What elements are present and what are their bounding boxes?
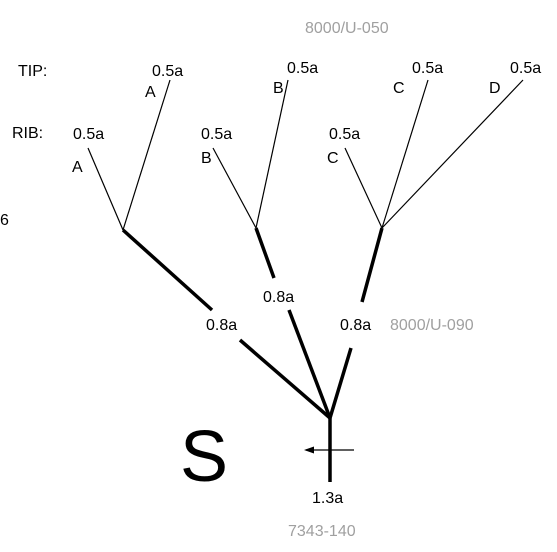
main-branch-b-size: 0.8a (263, 289, 294, 306)
rib-row-label: RIB: (12, 125, 43, 142)
rib-branch-c-line (344, 147, 383, 229)
rib-branch-b-size: 0.5a (201, 126, 232, 143)
part-number-bottom: 7343-140 (288, 523, 356, 540)
rib-branch-b-line (212, 147, 257, 229)
edge-digit: 6 (0, 212, 9, 229)
tip-branch-b-size: 0.5a (287, 60, 318, 77)
tip-branch-c-size: 0.5a (412, 60, 443, 77)
main-branch-c-lower (328, 347, 353, 419)
main-branch-c-upper (360, 227, 384, 303)
center-mark-s: S (180, 417, 228, 497)
tip-branch-d-letter: D (489, 80, 501, 97)
tip-branch-c-line (381, 79, 429, 229)
rib-branch-a-size: 0.5a (73, 126, 104, 143)
tip-row-label: TIP: (18, 63, 47, 80)
tip-branch-c-letter: C (393, 80, 405, 97)
rib-branch-a-line (87, 147, 124, 231)
main-branch-a-size: 0.8a (206, 317, 237, 334)
main-branch-a-lower (238, 338, 332, 420)
main-branch-b-lower (287, 309, 332, 419)
main-branch-a-upper (121, 228, 214, 312)
tip-branch-d-line (381, 79, 524, 229)
tip-branch-d-size: 0.5a (510, 60, 541, 77)
part-number-side: 8000/U-090 (390, 317, 474, 334)
tip-branch-b-letter: B (273, 80, 284, 97)
tip-branch-a-letter: A (145, 84, 156, 101)
main-branch-b-upper (254, 227, 276, 279)
part-number-top: 8000/U-050 (305, 20, 389, 37)
rib-branch-a-letter: A (72, 159, 83, 176)
main-branch-c-size: 0.8a (340, 317, 371, 334)
rib-branch-c-size: 0.5a (329, 126, 360, 143)
tip-branch-a-size: 0.5a (152, 63, 183, 80)
arrow-left-icon (304, 446, 314, 454)
tip-branch-a-line (122, 79, 171, 231)
tip-branch-b-line (255, 79, 289, 229)
trunk-size-label: 1.3a (312, 490, 343, 507)
rib-branch-c-letter: C (327, 150, 339, 167)
rib-branch-b-letter: B (201, 150, 212, 167)
